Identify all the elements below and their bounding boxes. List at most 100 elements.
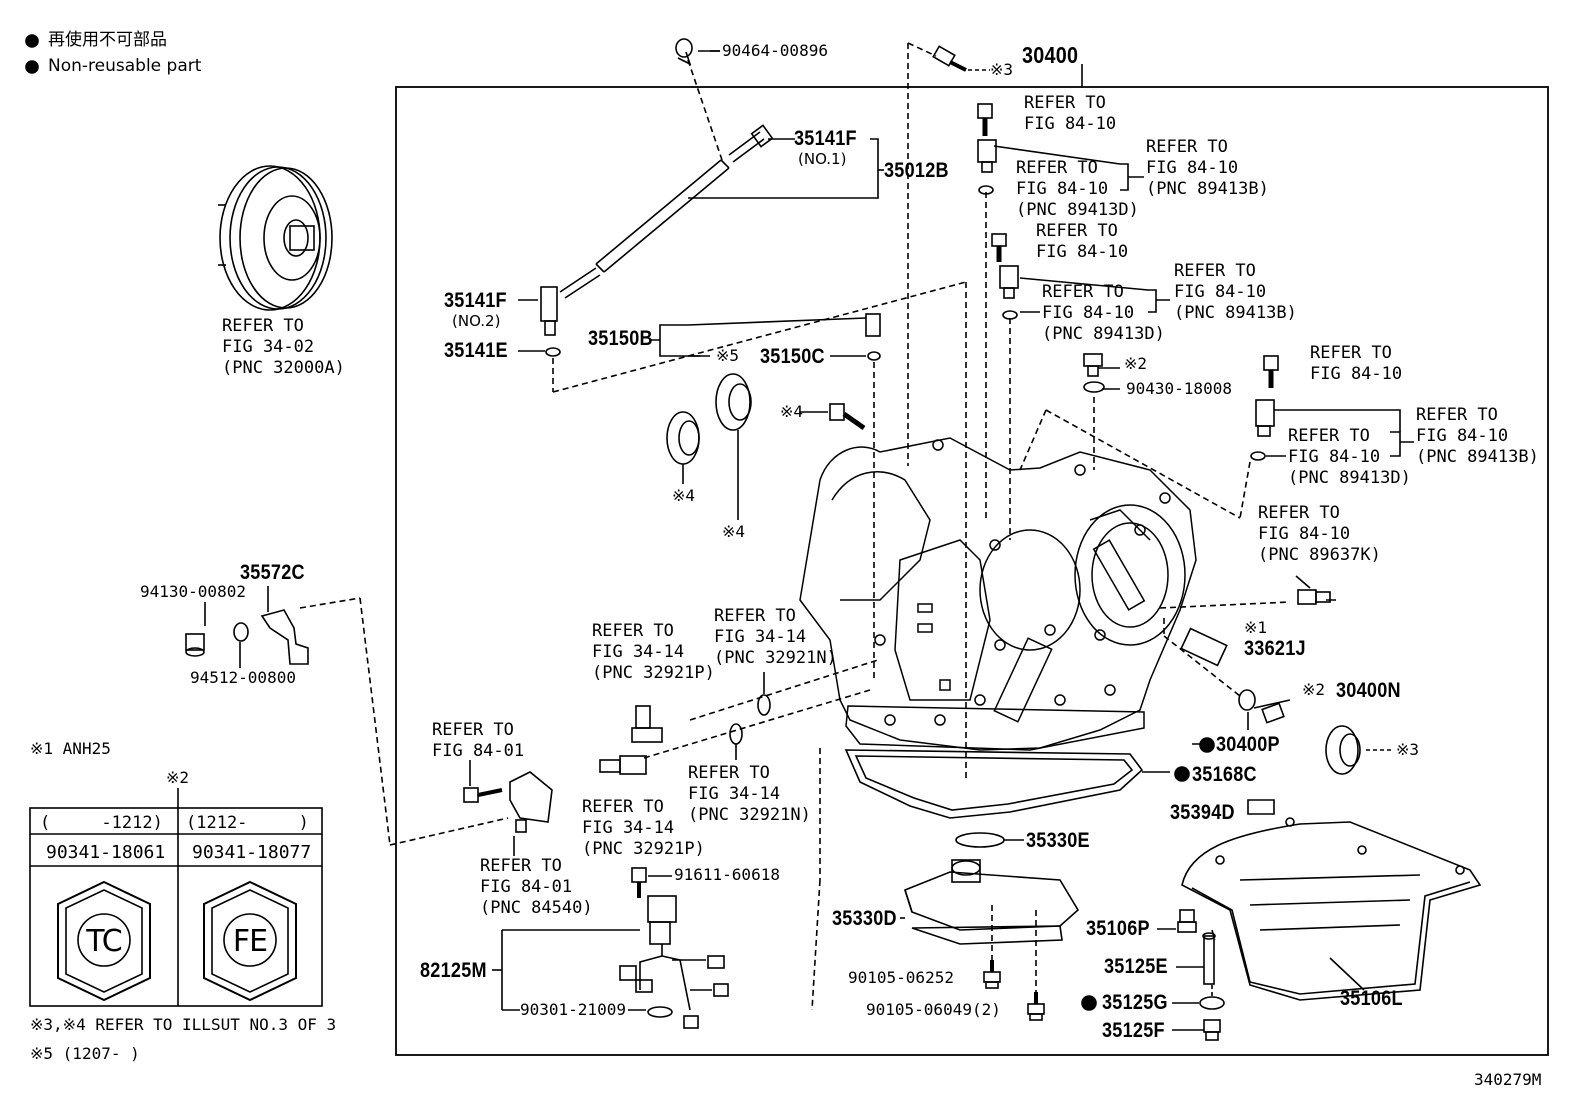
oil-cooler-tube-illustration xyxy=(540,124,774,357)
part-35168c[interactable]: 35168C xyxy=(1192,763,1257,786)
bolt-icon xyxy=(983,960,1001,989)
part-35125f[interactable]: 35125F xyxy=(1102,1019,1165,1042)
part-90105-06049[interactable]: 90105-06049(2) xyxy=(866,1000,1001,1019)
hose-union-icon xyxy=(599,755,647,775)
part-35150b[interactable]: 35150B xyxy=(588,327,653,350)
document-id: 340279M xyxy=(1474,1070,1542,1089)
part-90464-00896[interactable]: 90464-00896 xyxy=(722,41,828,60)
table-marker: ※2 xyxy=(166,768,190,787)
part-91611-60618[interactable]: 91611-60618 xyxy=(674,865,780,884)
note-2-marker-30400n: ※2 xyxy=(1302,680,1326,699)
part-35141e[interactable]: 35141E xyxy=(444,339,508,362)
bullet-icon xyxy=(25,60,39,74)
gasket-icon xyxy=(1238,689,1256,711)
part-35012b[interactable]: 35012B xyxy=(884,159,949,182)
non-reusable-marker-icon xyxy=(1081,995,1097,1011)
speed-sensor-icon xyxy=(977,139,997,173)
bolt-icon xyxy=(1263,355,1279,388)
plug-icon xyxy=(1261,702,1285,724)
refer-oring-b[interactable]: REFER TO FIG 84-10 (PNC 89413D) xyxy=(1042,282,1165,344)
refer-sensor-b[interactable]: REFER TO FIG 84-10 (PNC 89413B) xyxy=(1174,261,1297,323)
speed-sensor-icon xyxy=(1255,399,1275,437)
non-reusable-marker-icon xyxy=(1174,766,1190,782)
footnote-refer-illust: ※3,※4 REFER TO ILLSUT NO.3 OF 3 xyxy=(30,1015,337,1034)
refer-oring-a[interactable]: REFER TO FIG 84-10 (PNC 89413D) xyxy=(1016,158,1139,220)
part-33621j[interactable]: 33621J xyxy=(1244,637,1306,660)
plug-icon xyxy=(1203,1019,1221,1041)
refer-sensor-c[interactable]: REFER TO FIG 84-10 (PNC 89413B) xyxy=(1416,405,1539,467)
magnet-icon xyxy=(1247,799,1275,815)
torque-converter-illustration xyxy=(218,165,333,311)
refer-oring-lower[interactable]: REFER TO FIG 34-14 (PNC 32921N) xyxy=(688,763,811,825)
refer-neutral-switch[interactable]: REFER TO FIG 84-01 (PNC 84540) xyxy=(480,856,593,918)
part-35141f-no2[interactable]: 35141F xyxy=(444,289,507,312)
part-90430-18008[interactable]: 90430-18008 xyxy=(1126,379,1232,398)
label-plate-icon xyxy=(1180,627,1228,667)
refer-oring-c[interactable]: REFER TO FIG 84-10 (PNC 89413D) xyxy=(1288,426,1411,488)
bolt-icon xyxy=(977,103,993,136)
oil-seal-icon xyxy=(715,373,752,431)
part-35141f-no1[interactable]: 35141F xyxy=(794,127,857,150)
bullet-icon xyxy=(25,34,39,48)
refer-oring-upper[interactable]: REFER TO FIG 34-14 (PNC 32921N) xyxy=(714,606,837,668)
bolt-icon xyxy=(463,787,503,803)
table-col2-range: (1212- ) xyxy=(186,813,309,833)
part-30400p[interactable]: 30400P xyxy=(1216,733,1280,756)
refer-sensor-a[interactable]: REFER TO FIG 84-10 (PNC 89413B) xyxy=(1146,137,1269,199)
transaxle-case-illustration xyxy=(799,437,1197,751)
hex-mark-fe: FE xyxy=(232,924,268,959)
part-35150c[interactable]: 35150C xyxy=(760,345,825,368)
speed-sensor-icon xyxy=(999,265,1019,299)
part-35106p[interactable]: 35106P xyxy=(1086,917,1150,940)
gasket-icon xyxy=(1199,996,1225,1010)
part-35125g[interactable]: 35125G xyxy=(1102,991,1168,1014)
part-35330e[interactable]: 35330E xyxy=(1026,829,1090,852)
label-no1: (NO.1) xyxy=(798,150,847,168)
note-2-marker-plug: ※2 xyxy=(1124,354,1148,373)
part-35394d[interactable]: 35394D xyxy=(1170,801,1235,824)
solenoid-valve-icon xyxy=(619,867,729,1029)
part-35330d[interactable]: 35330D xyxy=(832,907,897,930)
bolt-icon xyxy=(991,233,1007,262)
note-4-marker-seal-a: ※4 xyxy=(672,486,696,505)
footnote-5: ※5 (1207- ) xyxy=(30,1044,140,1063)
non-reusable-marker-icon xyxy=(1199,737,1215,753)
part-35572c[interactable]: 35572C xyxy=(240,561,305,584)
plug-icon xyxy=(1083,353,1103,377)
refer-temp-sensor[interactable]: REFER TO FIG 84-10 (PNC 89637K) xyxy=(1258,503,1381,565)
legend-english: Non-reusable part xyxy=(48,56,202,76)
part-94130-00802[interactable]: 94130-00802 xyxy=(140,582,246,601)
footnote-anh25: ※1 ANH25 xyxy=(30,739,111,758)
refer-bolt-c[interactable]: REFER TO FIG 84-10 xyxy=(1310,343,1403,384)
part-90105-06252[interactable]: 90105-06252 xyxy=(848,968,954,987)
refer-torque-converter[interactable]: REFER TO FIG 34-02 (PNC 32000A) xyxy=(222,316,345,378)
refer-switch-bolt[interactable]: REFER TO FIG 84-01 xyxy=(432,720,525,761)
part-94512-00800[interactable]: 94512-00800 xyxy=(190,668,296,687)
refer-union-upper[interactable]: REFER TO FIG 34-14 (PNC 32921P) xyxy=(592,621,715,683)
oil-pan-gasket-illustration xyxy=(844,749,1144,819)
part-35106l[interactable]: 35106L xyxy=(1340,987,1403,1010)
part-35125e[interactable]: 35125E xyxy=(1104,955,1168,978)
bolt-icon xyxy=(829,403,866,431)
refer-union-lower[interactable]: REFER TO FIG 34-14 (PNC 32921P) xyxy=(582,797,705,859)
hose-union-icon xyxy=(631,705,663,743)
refer-bolt-a[interactable]: REFER TO FIG 84-10 xyxy=(1024,93,1117,134)
refer-bolt-b[interactable]: REFER TO FIG 84-10 xyxy=(1036,221,1129,262)
oil-pan-illustration xyxy=(1181,817,1482,1001)
guide-lines xyxy=(299,42,1291,1011)
temperature-sensor-icon xyxy=(1297,589,1331,605)
bracket-icon xyxy=(260,609,309,665)
bolt-icon xyxy=(932,45,967,72)
part-30400[interactable]: 30400 xyxy=(1022,42,1079,68)
assembly-frame xyxy=(395,86,1549,1056)
part-90301-21009[interactable]: 90301-21009 xyxy=(520,1000,626,1019)
note-4-marker-bolt: ※4 xyxy=(780,402,804,421)
note-3-marker: ※3 xyxy=(990,60,1014,79)
part-82125m[interactable]: 82125M xyxy=(420,959,487,982)
oil-seal-icon xyxy=(666,411,700,465)
oil-seal-icon xyxy=(1325,725,1361,775)
park-neutral-switch-icon xyxy=(509,771,553,833)
note-1-marker: ※1 xyxy=(1244,618,1268,637)
o-ring-icon xyxy=(647,1006,673,1018)
part-30400n[interactable]: 30400N xyxy=(1336,679,1401,702)
